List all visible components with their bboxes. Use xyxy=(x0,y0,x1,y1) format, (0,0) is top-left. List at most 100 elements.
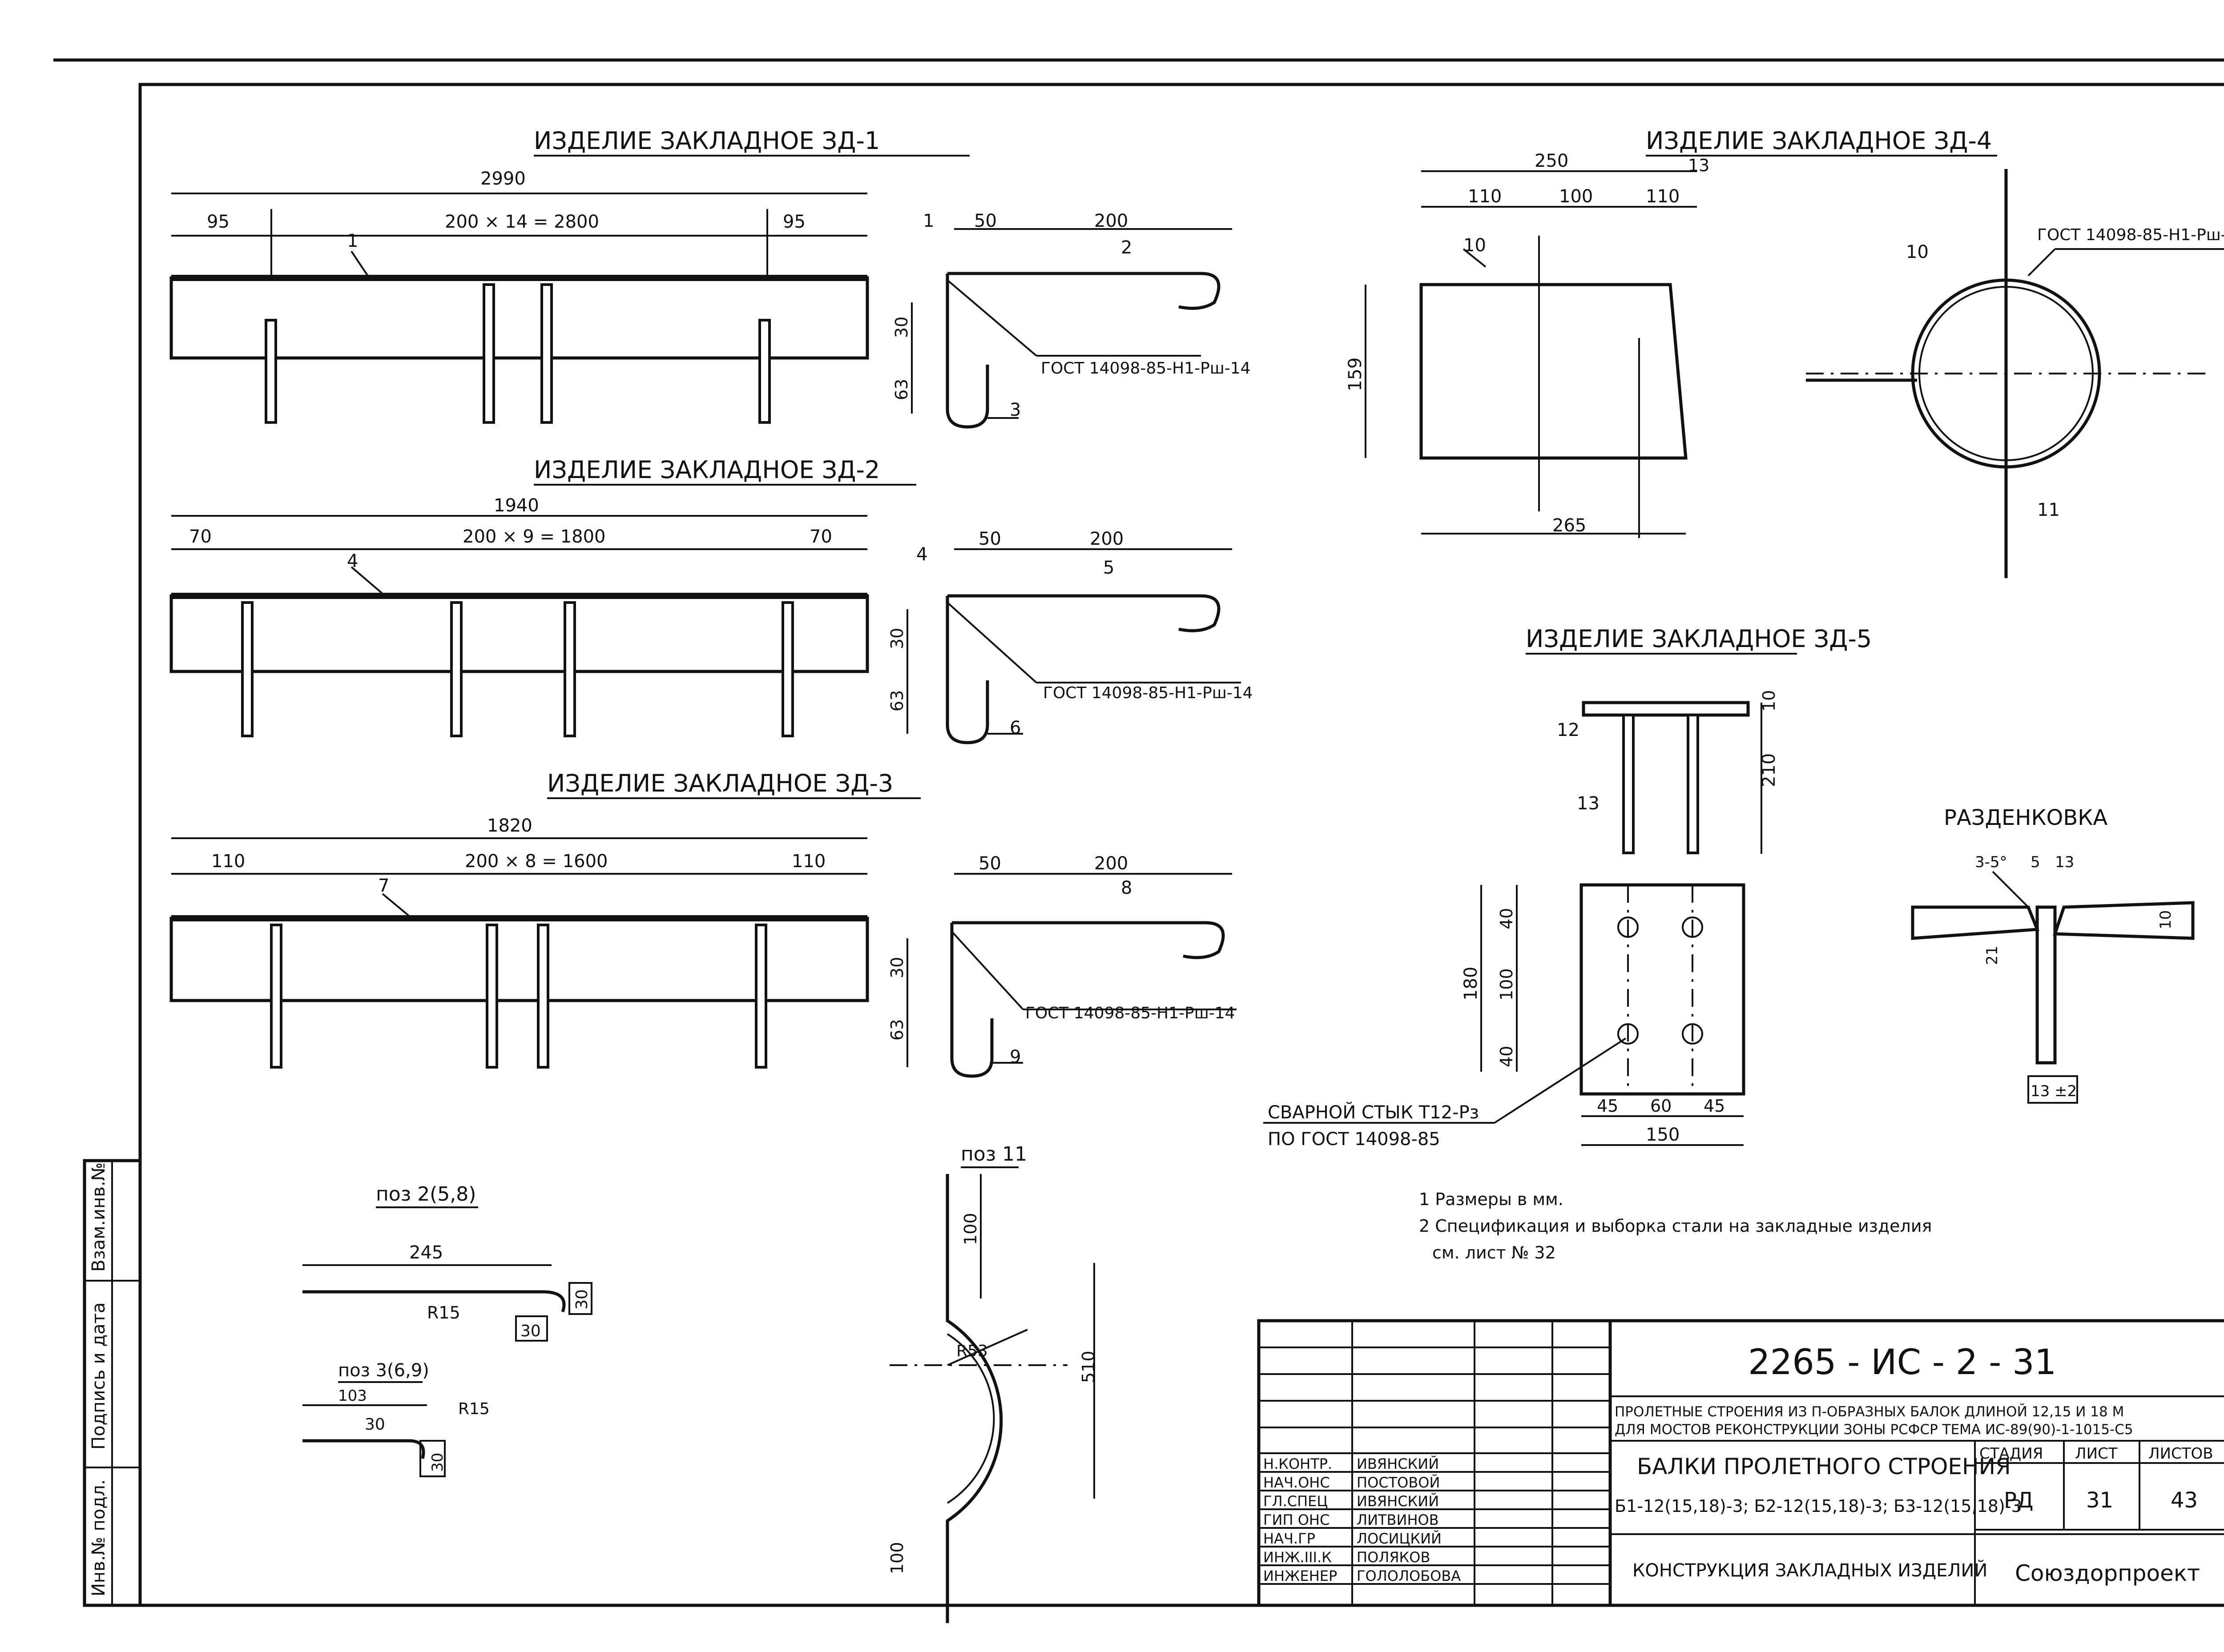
detail-poz3: поз 3(6,9) 103 30 R15 30 xyxy=(302,1360,490,1477)
svg-text:150: 150 xyxy=(1646,1125,1680,1145)
svg-text:50: 50 xyxy=(974,211,997,231)
section-zd3: 50 200 ГОСТ 14098-85-Н1-Рш-14 30 63 8 9 xyxy=(887,853,1237,1078)
svg-text:1940: 1940 xyxy=(494,495,539,516)
stage-value: РД xyxy=(2004,1488,2033,1513)
side-stamp-exchange: Взам.инв.№ xyxy=(89,1162,109,1272)
svg-text:100: 100 xyxy=(1497,968,1516,1001)
svg-text:Н.КОНТР.: Н.КОНТР. xyxy=(1263,1455,1332,1472)
svg-text:30: 30 xyxy=(887,628,907,649)
note-3: см. лист № 32 xyxy=(1432,1243,1556,1262)
svg-text:110: 110 xyxy=(1468,186,1502,207)
svg-text:110: 110 xyxy=(1646,186,1680,207)
svg-text:110: 110 xyxy=(792,851,826,872)
zd5-title: ИЗДЕЛИЕ ЗАКЛАДНОЕ ЗД-5 xyxy=(1526,625,1872,653)
note-1: 1 Размеры в мм. xyxy=(1419,1190,1563,1209)
svg-text:НАЧ.ОНС: НАЧ.ОНС xyxy=(1263,1474,1330,1491)
svg-text:R15: R15 xyxy=(427,1303,460,1322)
svg-text:50: 50 xyxy=(979,853,1001,874)
svg-text:70: 70 xyxy=(189,527,212,547)
view-zd4: ИЗДЕЛИЕ ЗАКЛАДНОЕ ЗД-4 250 13 110 100 11… xyxy=(1345,127,1997,538)
svg-text:180: 180 xyxy=(1461,967,1481,1001)
svg-text:12: 12 xyxy=(1557,720,1579,740)
section-zd2: 50 200 ГОСТ 14098-85-Н1-Рш-14 30 63 4 5 … xyxy=(887,529,1253,744)
sheets-value: 43 xyxy=(2171,1488,2198,1513)
svg-text:45: 45 xyxy=(1597,1096,1618,1116)
svg-text:Б1-12(15,18)-3; Б2-12(15,18)-3: Б1-12(15,18)-3; Б2-12(15,18)-3; Б3-12(15… xyxy=(1615,1496,2022,1516)
svg-text:ЛИТВИНОВ: ЛИТВИНОВ xyxy=(1357,1511,1439,1528)
svg-text:159: 159 xyxy=(1345,358,1366,391)
side-stamp-signature: Подпись и дата xyxy=(89,1302,109,1450)
zd5-weld-note: СВАРНОЙ СТЫК Т12-Рз xyxy=(1268,1101,1479,1123)
svg-text:ЛИСТ: ЛИСТ xyxy=(2075,1445,2118,1463)
svg-text:ПО ГОСТ 14098-85: ПО ГОСТ 14098-85 xyxy=(1268,1129,1440,1150)
svg-text:СТАДИЯ: СТАДИЯ xyxy=(1979,1445,2043,1463)
svg-text:6: 6 xyxy=(1010,718,1021,738)
detail-poz11: поз 11 R53 100 510 100 xyxy=(887,1143,1098,1623)
svg-text:ЛИСТОВ: ЛИСТОВ xyxy=(2148,1445,2213,1463)
svg-text:ГОСТ 14098-85-Н1-Рш-14: ГОСТ 14098-85-Н1-Рш-14 xyxy=(1025,1004,1235,1022)
sheet-value: 31 xyxy=(2086,1488,2113,1513)
svg-text:ГОСТ 14098-85-Н1-Рш-14: ГОСТ 14098-85-Н1-Рш-14 xyxy=(2037,226,2224,244)
svg-text:95: 95 xyxy=(783,212,806,232)
svg-text:КОНСТРУКЦИЯ ЗАКЛАДНЫХ ИЗДЕЛИЙ: КОНСТРУКЦИЯ ЗАКЛАДНЫХ ИЗДЕЛИЙ xyxy=(1632,1560,1987,1581)
svg-text:ЛОСИЦКИЙ: ЛОСИЦКИЙ xyxy=(1357,1530,1442,1547)
svg-text:3: 3 xyxy=(1010,400,1021,420)
svg-text:ГОЛОЛОБОВА: ГОЛОЛОБОВА xyxy=(1357,1568,1461,1584)
svg-text:10: 10 xyxy=(1759,690,1779,711)
svg-text:265: 265 xyxy=(1552,515,1586,536)
svg-text:1: 1 xyxy=(347,231,358,251)
svg-text:100: 100 xyxy=(1559,186,1593,207)
svg-text:30: 30 xyxy=(429,1453,447,1472)
zd2-title: ИЗДЕЛИЕ ЗАКЛАДНОЕ ЗД-2 xyxy=(534,456,880,484)
svg-text:ДЛЯ МОСТОВ РЕКОНСТРУКЦИИ ЗОНЫ: ДЛЯ МОСТОВ РЕКОНСТРУКЦИИ ЗОНЫ РСФСР ТЕМА… xyxy=(1615,1422,2133,1438)
svg-text:ГОСТ 14098-85-Н1-Рш-14: ГОСТ 14098-85-Н1-Рш-14 xyxy=(1041,359,1251,378)
svg-text:ИНЖЕНЕР: ИНЖЕНЕР xyxy=(1263,1568,1337,1584)
detail-poz2: поз 2(5,8) 245 R15 30 30 xyxy=(302,1183,592,1342)
zd1-overall-dim: 2990 xyxy=(480,169,526,189)
svg-text:ПРОЛЕТНЫЕ СТРОЕНИЯ ИЗ П-ОБРАЗН: ПРОЛЕТНЫЕ СТРОЕНИЯ ИЗ П-ОБРАЗНЫХ БАЛОК Д… xyxy=(1615,1404,2124,1420)
svg-text:11: 11 xyxy=(2037,500,2060,520)
side-stamp: Взам.инв.№ Подпись и дата Инв.№ подл. xyxy=(83,1159,142,1607)
svg-text:9: 9 xyxy=(1010,1047,1021,1067)
svg-text:3-5°: 3-5° xyxy=(1975,853,2007,871)
svg-text:100: 100 xyxy=(961,1213,980,1245)
svg-text:ГЛ.СПЕЦ: ГЛ.СПЕЦ xyxy=(1263,1493,1328,1510)
svg-text:30: 30 xyxy=(892,317,911,338)
zd3-title: ИЗДЕЛИЕ ЗАКЛАДНОЕ ЗД-3 xyxy=(547,769,893,797)
drawing-code: 2265 - ИС - 2 - 31 xyxy=(1748,1343,2056,1383)
svg-text:ПОЛЯКОВ: ПОЛЯКОВ xyxy=(1357,1549,1430,1566)
svg-text:100: 100 xyxy=(887,1542,907,1574)
svg-text:200 × 9 = 1800: 200 × 9 = 1800 xyxy=(463,527,605,547)
svg-text:200 × 8 = 1600: 200 × 8 = 1600 xyxy=(465,851,608,872)
svg-text:НАЧ.ГР: НАЧ.ГР xyxy=(1263,1530,1315,1547)
svg-text:1: 1 xyxy=(923,211,934,231)
svg-text:63: 63 xyxy=(887,690,907,711)
svg-text:ГИП ОНС: ГИП ОНС xyxy=(1263,1511,1330,1528)
svg-text:103: 103 xyxy=(338,1387,367,1405)
svg-text:10: 10 xyxy=(1463,235,1486,256)
svg-text:R53: R53 xyxy=(956,1342,988,1360)
svg-text:30: 30 xyxy=(520,1322,541,1340)
svg-text:95: 95 xyxy=(207,212,230,232)
view-zd2: ИЗДЕЛИЕ ЗАКЛАДНОЕ ЗД-2 1940 70 200 × 9 =… xyxy=(169,456,916,737)
svg-text:70: 70 xyxy=(810,527,832,547)
svg-text:30: 30 xyxy=(365,1415,385,1434)
notes: 1 Размеры в мм. 2 Спецификация и выборка… xyxy=(1419,1190,1932,1262)
view-zd1: ИЗДЕЛИЕ ЗАКЛАДНОЕ ЗД-1 2990 95 200 × 14 … xyxy=(169,127,970,424)
note-2: 2 Спецификация и выборка стали на заклад… xyxy=(1419,1216,1932,1236)
svg-text:ИВЯНСКИЙ: ИВЯНСКИЙ xyxy=(1357,1493,1439,1510)
view-zd5: ИЗДЕЛИЕ ЗАКЛАДНОЕ ЗД-5 10 210 12 13 180 … xyxy=(1263,625,1872,1150)
view-zd3: ИЗДЕЛИЕ ЗАКЛАДНОЕ ЗД-3 1820 110 200 × 8 … xyxy=(169,769,921,1069)
poz3-title: поз 3(6,9) xyxy=(338,1360,429,1381)
svg-text:30: 30 xyxy=(887,957,907,978)
svg-text:200: 200 xyxy=(1094,853,1128,874)
zd1-title: ИЗДЕЛИЕ ЗАКЛАДНОЕ ЗД-1 xyxy=(534,127,880,155)
svg-text:200: 200 xyxy=(1094,211,1128,231)
cut-title: РАЗДЕНКОВКА xyxy=(1944,805,2107,830)
svg-text:30: 30 xyxy=(573,1289,591,1310)
svg-text:60: 60 xyxy=(1650,1096,1672,1116)
svg-text:8: 8 xyxy=(1121,878,1132,898)
drawing-frame xyxy=(138,83,2224,1607)
svg-text:7: 7 xyxy=(378,876,389,896)
